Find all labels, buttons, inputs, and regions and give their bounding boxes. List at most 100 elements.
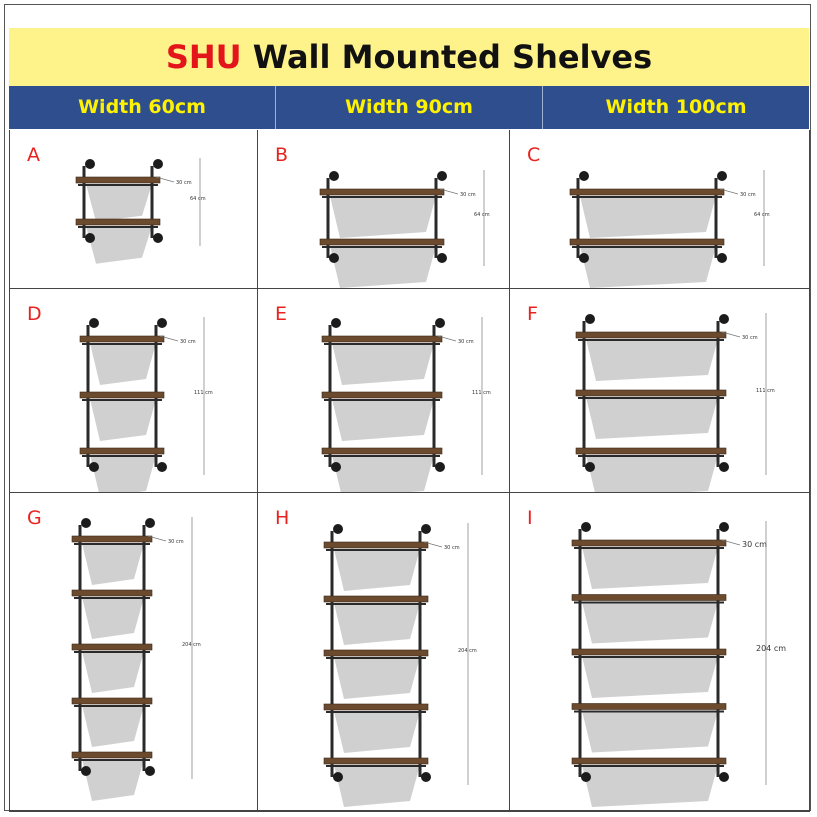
wall-flange-top xyxy=(331,318,341,328)
shelf-shadow xyxy=(332,343,434,385)
shelf-shadow xyxy=(82,759,144,801)
wooden-shelf xyxy=(323,703,429,711)
wall-flange-top xyxy=(719,522,729,532)
depth-label: 30 cm xyxy=(444,545,460,551)
depth-label: 30 cm xyxy=(168,539,184,545)
wall-flange-bottom xyxy=(421,772,431,782)
shelf-shadow xyxy=(82,651,144,693)
wall-flange-top xyxy=(421,524,431,534)
page-title: SHU Wall Mounted Shelves xyxy=(9,28,809,86)
shelf-illustration: 30 cm 204 cm xyxy=(571,521,786,807)
wooden-shelf xyxy=(571,594,727,601)
wooden-shelf xyxy=(323,541,429,549)
option-cell-c: C 30 cm 64 cm xyxy=(510,130,810,289)
option-letter: C xyxy=(527,144,541,166)
shelf-shadow xyxy=(332,455,434,492)
height-label: 64 cm xyxy=(754,212,770,218)
shelf-shadow xyxy=(82,543,144,585)
wooden-shelf xyxy=(79,391,165,399)
option-letter: F xyxy=(527,303,538,325)
wall-flange-bottom xyxy=(85,233,95,243)
option-letter: G xyxy=(27,507,42,529)
wall-flange-top xyxy=(153,159,163,169)
shelf-shadow xyxy=(90,455,156,492)
wooden-shelf xyxy=(323,757,429,765)
wall-flange-bottom xyxy=(153,233,163,243)
wooden-shelf xyxy=(71,535,153,543)
shelf-shadow xyxy=(334,765,420,807)
height-label: 204 cm xyxy=(756,644,786,653)
wooden-shelf xyxy=(319,238,445,246)
shelf-shadow xyxy=(90,399,156,441)
shelf-shadow xyxy=(82,597,144,639)
wooden-shelf xyxy=(571,703,727,710)
wooden-shelf xyxy=(575,389,727,397)
option-letter: E xyxy=(275,303,288,325)
brand-name: SHU xyxy=(165,38,242,76)
column-header-60: Width 60cm xyxy=(9,86,276,129)
depth-label: 30 cm xyxy=(180,339,196,345)
shelf-shadow xyxy=(334,657,420,699)
shelf-shadow xyxy=(586,455,718,492)
wooden-shelf xyxy=(75,218,161,226)
shelf-illustration: 30 cm 204 cm xyxy=(323,523,477,807)
depth-label: 30 cm xyxy=(460,192,476,198)
wall-flange-top xyxy=(85,159,95,169)
shelf-shadow xyxy=(586,397,718,439)
shelf-shadow xyxy=(582,656,718,698)
shelf-shadow xyxy=(582,601,718,644)
shelf-shadow xyxy=(86,184,152,222)
wooden-shelf xyxy=(323,649,429,657)
option-cell-i: I 30 cm 204 cm xyxy=(510,493,810,811)
depth-dimension-line xyxy=(719,188,739,195)
wall-flange-top xyxy=(145,518,155,528)
wooden-shelf xyxy=(321,391,443,399)
height-label: 111 cm xyxy=(756,388,775,394)
wall-flange-top xyxy=(437,171,447,181)
wooden-shelf xyxy=(575,447,727,455)
wall-flange-top xyxy=(585,314,595,324)
wall-flange-bottom xyxy=(89,462,99,472)
height-label: 64 cm xyxy=(190,196,206,202)
wall-flange-top xyxy=(89,318,99,328)
wooden-shelf xyxy=(79,335,165,343)
shelf-shadow xyxy=(86,226,152,264)
wall-flange-bottom xyxy=(329,253,339,263)
wooden-shelf xyxy=(79,447,165,455)
shelf-shadow xyxy=(580,196,716,238)
wooden-shelf xyxy=(323,595,429,603)
shelf-illustration: 30 cm 64 cm xyxy=(569,170,770,288)
wall-flange-bottom xyxy=(157,462,167,472)
wooden-shelf xyxy=(321,335,443,343)
depth-label: 30 cm xyxy=(740,192,756,198)
depth-label: 30 cm xyxy=(742,540,767,549)
wall-flange-bottom xyxy=(145,766,155,776)
wall-flange-top xyxy=(157,318,167,328)
height-label: 204 cm xyxy=(458,648,477,654)
wooden-shelf xyxy=(71,751,153,759)
shelf-shadow xyxy=(582,765,718,807)
depth-dimension-line xyxy=(721,331,741,338)
wall-flange-top xyxy=(579,171,589,181)
depth-dimension-line xyxy=(147,535,167,542)
depth-dimension-line xyxy=(423,541,443,548)
wooden-shelf xyxy=(571,539,727,547)
wall-flange-bottom xyxy=(581,772,591,782)
shelf-shadow xyxy=(334,711,420,753)
option-letter: D xyxy=(27,303,42,325)
wall-flange-bottom xyxy=(81,766,91,776)
wall-flange-bottom xyxy=(719,462,729,472)
option-letter: I xyxy=(527,507,533,529)
wooden-shelf xyxy=(75,176,161,184)
depth-dimension-line xyxy=(437,335,457,342)
